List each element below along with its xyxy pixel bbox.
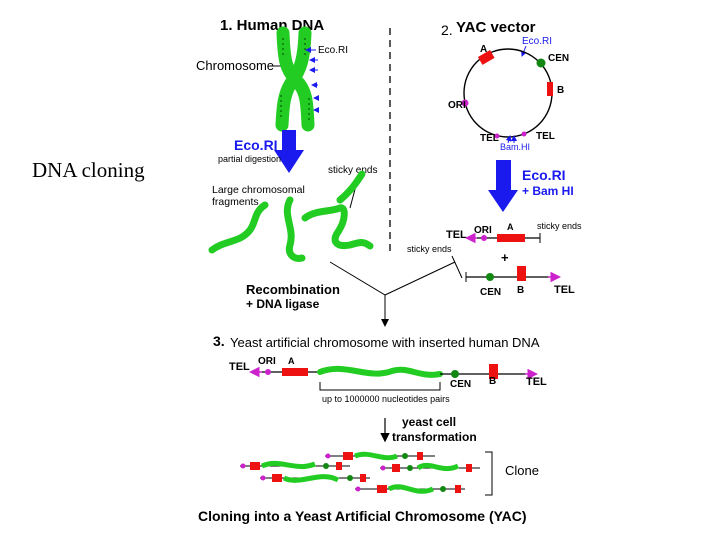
yac-a-marker bbox=[477, 50, 495, 65]
sticky-ends-left-label: sticky ends bbox=[407, 244, 452, 254]
sticky-ends-label: sticky ends bbox=[328, 165, 377, 176]
arm1-a-label: A bbox=[507, 222, 514, 232]
yac-insert-tel-right-label: TEL bbox=[526, 376, 547, 388]
clone-group bbox=[240, 451, 480, 494]
insert-size-label: up to 1000000 nucleotides pairs bbox=[322, 394, 450, 404]
arm2-cen-label: CEN bbox=[480, 287, 501, 298]
dna-fragments bbox=[208, 170, 374, 262]
cut-enzyme-line1: Eco.RI bbox=[522, 167, 566, 183]
yac-tel-right-label: TEL bbox=[536, 131, 555, 142]
clone-4 bbox=[260, 474, 370, 483]
yac-insert-cen-label: CEN bbox=[450, 379, 471, 390]
yac-tel-left-label: TEL bbox=[480, 133, 499, 144]
transformation-line2: transformation bbox=[392, 430, 477, 444]
yac-b-label: B bbox=[557, 85, 564, 96]
yac-eco-ri-label: Eco.RI bbox=[522, 36, 552, 47]
yac-eco-ri-arrow bbox=[521, 45, 527, 57]
arm2-b-label: B bbox=[517, 285, 524, 296]
digestion-arrow bbox=[274, 130, 304, 173]
arm2-tel-label: TEL bbox=[554, 284, 575, 296]
fragments-label-line1: Large chromosomal bbox=[212, 184, 305, 196]
clone-5 bbox=[355, 484, 465, 494]
eco-ri-small-label: Eco.RI bbox=[318, 45, 348, 56]
yac-bam-hi-arrows bbox=[505, 135, 517, 144]
yac-cen-label: CEN bbox=[548, 53, 569, 64]
yac-tel-dot-right bbox=[521, 131, 527, 137]
sticky-ends-right-label: sticky ends bbox=[537, 221, 582, 231]
insert-size-bracket bbox=[319, 382, 441, 391]
recombination-label: Recombination bbox=[246, 282, 340, 297]
yac-insert-tel-left-label: TEL bbox=[229, 361, 250, 373]
yac-with-insert bbox=[249, 364, 538, 380]
eco-ri-cut-arrows bbox=[305, 47, 319, 113]
clone-bracket bbox=[485, 451, 493, 496]
arm1-ori-label: ORI bbox=[474, 225, 492, 236]
cut-arrow bbox=[488, 160, 518, 212]
merge-lines bbox=[329, 261, 456, 327]
yac-tel-dot-left bbox=[494, 133, 500, 139]
fragments-label-line2: fragments bbox=[212, 196, 259, 208]
section2-number: 2. bbox=[441, 22, 453, 38]
arm1-tel-label: TEL bbox=[446, 229, 467, 241]
section3-number: 3. bbox=[213, 333, 225, 349]
yac-insert-a-label: A bbox=[288, 356, 295, 366]
yac-cen-marker bbox=[536, 58, 546, 68]
yac-a-label: A bbox=[480, 44, 487, 55]
dna-ligase-label: + DNA ligase bbox=[246, 297, 320, 311]
yac-ori-marker bbox=[461, 99, 469, 107]
yac-b-marker bbox=[547, 82, 553, 96]
clone-2 bbox=[325, 451, 435, 461]
section3-heading: Yeast artificial chromosome with inserte… bbox=[230, 335, 540, 350]
sticky-ends-left-pointer bbox=[451, 255, 463, 279]
section1-heading: 1. Human DNA bbox=[220, 17, 324, 34]
chromosome-shape bbox=[275, 26, 315, 132]
transformation-line1: yeast cell bbox=[402, 415, 456, 429]
plus-sign: + bbox=[501, 250, 509, 265]
section2-heading: YAC vector bbox=[456, 19, 536, 36]
yac-bam-hi-label: Bam.HI bbox=[500, 142, 530, 152]
clone-1 bbox=[240, 460, 350, 470]
yac-insert-ori-label: ORI bbox=[258, 356, 276, 367]
diagram-caption: Cloning into a Yeast Artificial Chromoso… bbox=[198, 508, 527, 524]
chromosome-label: Chromosome bbox=[196, 58, 274, 73]
yac-arm-left bbox=[465, 232, 541, 244]
yac-insert-b-label: B bbox=[489, 376, 496, 387]
cut-enzyme-line2: + Bam HI bbox=[522, 184, 574, 198]
slide-title: DNA cloning bbox=[32, 158, 145, 182]
yac-ori-label: ORI bbox=[448, 100, 466, 111]
clone-3 bbox=[380, 462, 480, 472]
partial-digestion-label: partial digestion bbox=[218, 154, 281, 164]
yac-arm-right bbox=[465, 266, 561, 283]
clone-label: Clone bbox=[505, 463, 539, 478]
eco-ri-label: Eco.RI bbox=[234, 137, 278, 153]
